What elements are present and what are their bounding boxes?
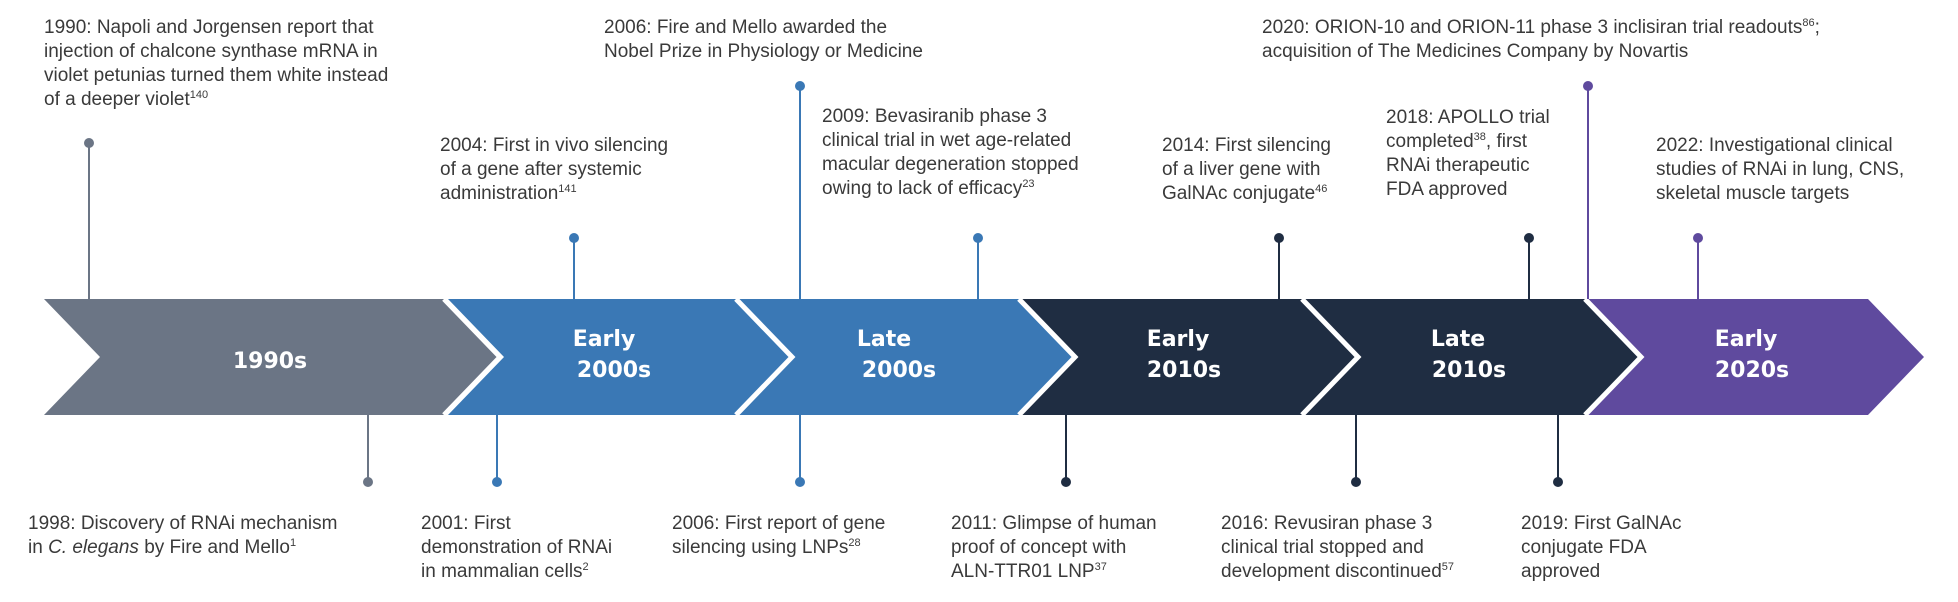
event-1990-napoli-jorgensen: 1990: Napoli and Jorgensen report that i… xyxy=(44,17,389,110)
band-1990s xyxy=(44,299,500,415)
marker-dot-2018 xyxy=(1524,233,1534,243)
marker-dot-2011 xyxy=(1061,477,1071,487)
reference-superscript: 140 xyxy=(189,89,209,101)
marker-dot-2006-nobel xyxy=(795,81,805,91)
event-1998-rnai-discovery: 1998: Discovery of RNAi mechanism in C. … xyxy=(28,513,338,558)
marker-dot-2016 xyxy=(1351,477,1361,487)
event-2004-in-vivo-silencing: 2004: First in vivo silencing of a gene … xyxy=(440,135,669,204)
marker-dot-2019 xyxy=(1553,477,1563,487)
event-2014-galnac-silencing: 2014: First silencing of a liver gene wi… xyxy=(1162,135,1331,204)
reference-superscript: 2 xyxy=(582,561,589,573)
band-label-late-2000s-line1: Late xyxy=(857,327,911,352)
event-2001-mammalian-cells: 2001: First demonstration of RNAi in mam… xyxy=(421,513,613,582)
reference-superscript: 28 xyxy=(848,537,861,549)
event-2018-apollo-trial: 2018: APOLLO trial completed38, first RN… xyxy=(1386,107,1550,200)
band-label-early-2010s-line2: 2010s xyxy=(1147,358,1221,383)
marker-dot-1998 xyxy=(363,477,373,487)
reference-superscript: 86 xyxy=(1802,17,1815,29)
band-label-1990s: 1990s xyxy=(233,349,307,374)
marker-dot-1990 xyxy=(84,138,94,148)
event-2006-nobel-prize: 2006: Fire and Mello awarded the Nobel P… xyxy=(604,17,923,62)
event-2019-galnac-approval: 2019: First GalNAc conjugate FDA approve… xyxy=(1521,513,1682,582)
marker-dot-2001 xyxy=(492,477,502,487)
event-2020-orion-trials: 2020: ORION-10 and ORION-11 phase 3 incl… xyxy=(1262,17,1820,62)
event-2009-bevasiranib: 2009: Bevasiranib phase 3 clinical trial… xyxy=(822,106,1079,199)
marker-dot-2020 xyxy=(1583,81,1593,91)
reference-superscript: 1 xyxy=(289,537,297,549)
band-label-late-2010s-line1: Late xyxy=(1431,327,1485,352)
reference-superscript: 141 xyxy=(558,183,577,195)
event-2006-lnp-silencing: 2006: First report of gene silencing usi… xyxy=(672,513,886,558)
band-label-early-2020s-line2: 2020s xyxy=(1715,358,1789,383)
event-2011-human-proof-of-concept: 2011: Glimpse of human proof of concept … xyxy=(951,513,1157,582)
band-label-late-2000s-line2: 2000s xyxy=(862,358,936,383)
band-late-2010s xyxy=(1297,299,1641,415)
band-label-early-2010s-line1: Early xyxy=(1147,327,1210,352)
band-early-2000s xyxy=(448,299,792,415)
marker-dot-2014 xyxy=(1274,233,1284,243)
band-label-early-2020s-line1: Early xyxy=(1715,327,1778,352)
band-label-late-2010s-line2: 2010s xyxy=(1432,358,1506,383)
reference-superscript: 23 xyxy=(1022,178,1035,190)
event-2022-investigational-studies: 2022: Investigational clinical studies o… xyxy=(1656,135,1905,204)
band-label-early-2000s-line2: 2000s xyxy=(577,358,651,383)
marker-dot-2004 xyxy=(569,233,579,243)
marker-dot-2006-lnp xyxy=(795,477,805,487)
event-2016-revusiran: 2016: Revusiran phase 3 clinical trial s… xyxy=(1221,513,1455,582)
band-early-2020s xyxy=(1580,299,1924,415)
marker-dot-2022 xyxy=(1693,233,1703,243)
marker-dot-2009 xyxy=(973,233,983,243)
band-label-early-2000s-line1: Early xyxy=(573,327,636,352)
band-late-2000s xyxy=(731,299,1075,415)
reference-superscript: 46 xyxy=(1315,183,1328,195)
band-early-2010s xyxy=(1014,299,1358,415)
reference-superscript: 37 xyxy=(1094,561,1107,573)
reference-superscript: 57 xyxy=(1441,561,1455,573)
species-name: C. elegans xyxy=(48,537,139,558)
timeline-bands xyxy=(44,299,1924,415)
reference-superscript: 38 xyxy=(1473,131,1486,143)
